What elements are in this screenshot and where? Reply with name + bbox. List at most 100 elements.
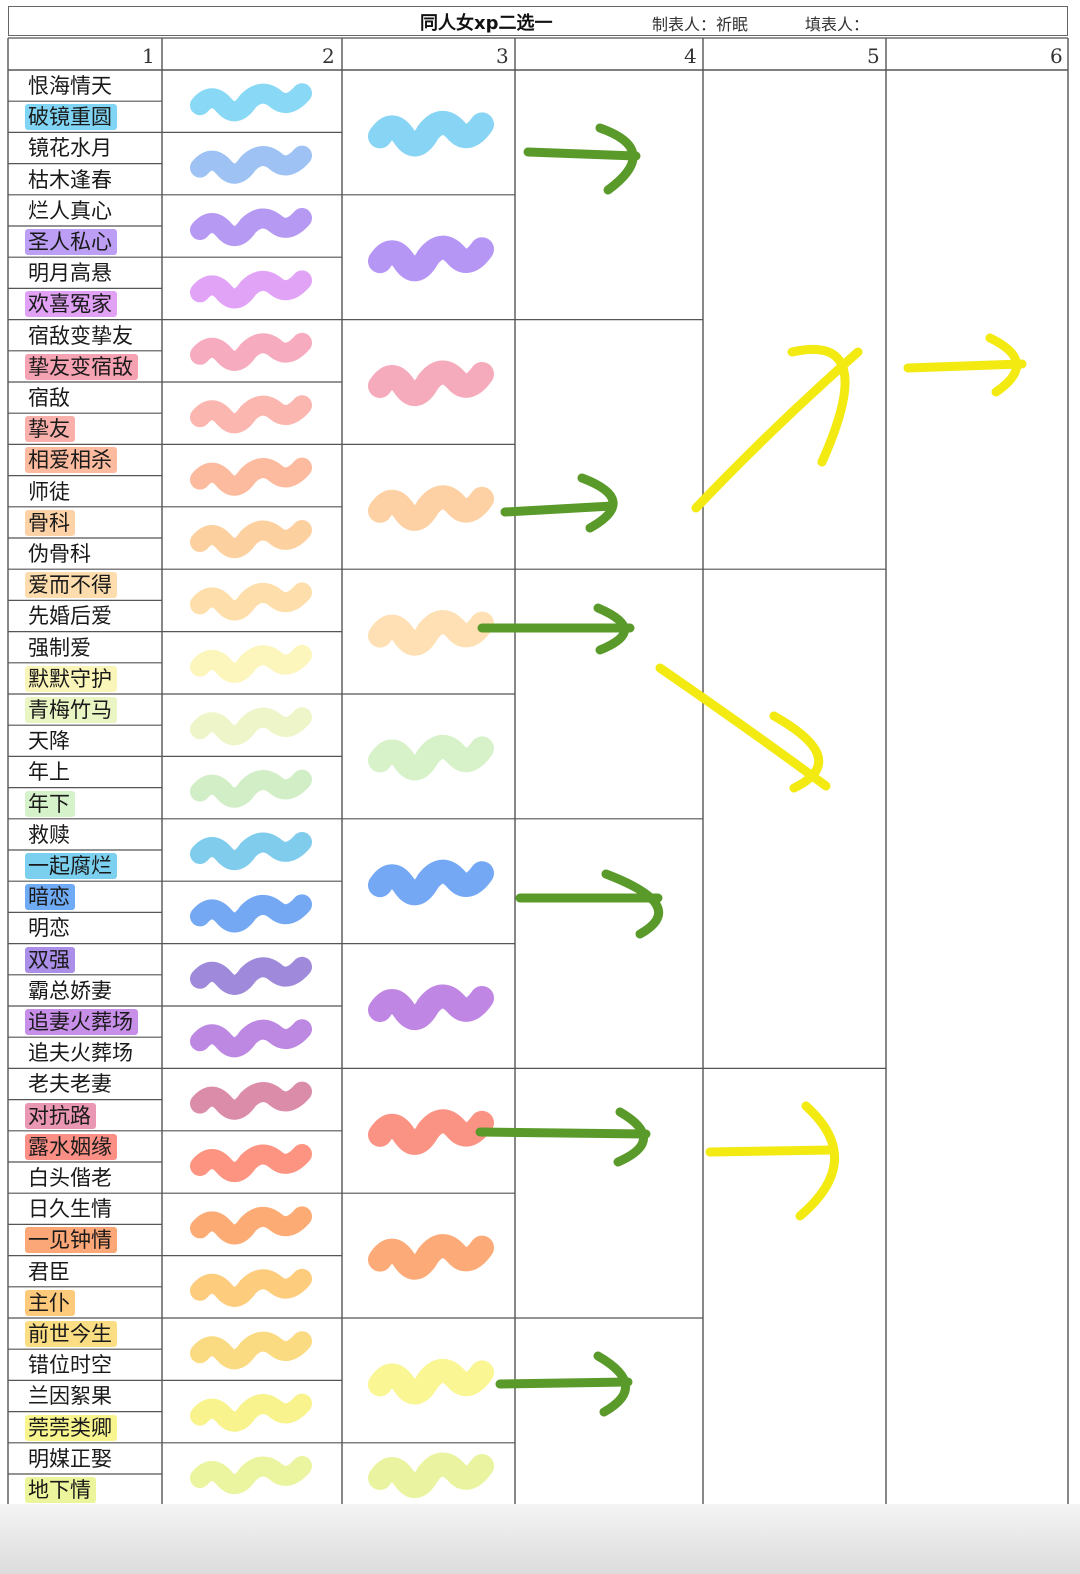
yellow-arrow (655, 663, 831, 791)
maker-credit: 制表人：祈眠 (652, 15, 749, 34)
label-highlight (25, 1102, 96, 1129)
green-arrow (475, 1127, 651, 1139)
green-arrow-head (593, 1351, 630, 1417)
item-label: 双强 (28, 947, 70, 972)
color-mark-col3 (368, 1452, 494, 1498)
yellow-arrow (691, 347, 863, 513)
green-arrow-head (595, 123, 638, 195)
item-label: 错位时空 (28, 1353, 112, 1378)
label-highlight (25, 104, 117, 131)
item-label: 兰因絮果 (28, 1384, 112, 1409)
item-label: 破镜重圆 (28, 105, 112, 130)
color-mark-col3 (368, 984, 494, 1030)
item-label: 白头偕老 (28, 1166, 112, 1190)
color-mark-col2 (190, 582, 312, 621)
color-mark-col3 (368, 734, 494, 781)
color-mark-col2 (190, 832, 312, 870)
item-label: 师徒 (28, 479, 70, 504)
item-label: 明月高悬 (28, 261, 112, 286)
item-label: 追夫火葬场 (28, 1041, 133, 1066)
color-mark-col3 (368, 235, 494, 282)
item-label: 宿敌变挚友 (28, 323, 133, 348)
item-label: 地下情 (28, 1478, 91, 1502)
color-mark-col2 (190, 395, 312, 434)
color-mark-col2 (190, 1019, 312, 1058)
column-number-2: 2 (322, 44, 335, 68)
yellow-arrow-head (787, 344, 850, 467)
item-label: 年下 (28, 791, 70, 816)
color-mark-col2 (190, 520, 312, 558)
item-label: 相爱相杀 (28, 448, 112, 473)
color-mark-col2 (190, 270, 312, 309)
item-label: 主仆 (28, 1290, 70, 1315)
label-highlight (25, 665, 117, 692)
color-mark-col2 (190, 1456, 312, 1494)
color-mark-col2 (190, 956, 312, 995)
column-number-4: 4 (684, 44, 697, 68)
column-number-1: 1 (142, 44, 155, 68)
sheet-title: 同人女xp二选一 (420, 13, 553, 34)
label-highlight (25, 1477, 96, 1503)
color-mark-col2 (190, 1331, 312, 1370)
label-highlight (25, 447, 117, 474)
label-highlight (25, 884, 75, 911)
color-mark-col2 (190, 1144, 312, 1182)
item-label: 君臣 (28, 1259, 70, 1284)
yellow-arrow-head (795, 1101, 840, 1221)
item-label: 宿敌 (28, 386, 70, 410)
green-arrow (495, 1377, 633, 1389)
color-mark-col3 (368, 1109, 494, 1155)
item-label: 年上 (28, 760, 70, 785)
green-arrow (523, 147, 641, 161)
color-mark-col2 (190, 1393, 312, 1432)
item-label: 青梅竹马 (28, 698, 112, 722)
color-mark-col2 (190, 208, 312, 246)
item-label: 露水姻缘 (28, 1134, 112, 1159)
item-label: 一见钟情 (28, 1228, 112, 1253)
color-mark-col3 (368, 610, 494, 656)
green-arrow (500, 501, 617, 517)
item-label: 欢喜冤家 (28, 292, 112, 317)
item-label: 明恋 (28, 916, 70, 941)
color-mark-col3 (368, 485, 494, 531)
green-arrow-head (613, 1107, 648, 1167)
color-mark-col2 (190, 707, 312, 746)
item-label: 先婚后爱 (28, 604, 112, 629)
color-mark-col2 (190, 769, 312, 808)
yellow-arrow (903, 359, 1027, 373)
column-number-3: 3 (496, 44, 509, 68)
item-label: 霸总娇妻 (28, 978, 112, 1003)
yellow-arrow-head (985, 333, 1021, 397)
item-label: 明媒正娶 (28, 1446, 112, 1471)
item-label: 日久生情 (28, 1197, 112, 1222)
color-mark-col3 (368, 360, 494, 406)
color-mark-col2 (190, 145, 312, 184)
color-mark-col2 (190, 894, 312, 933)
item-label: 对抗路 (28, 1103, 91, 1128)
item-label: 烂人真心 (28, 198, 112, 223)
label-highlight (25, 946, 75, 973)
green-arrow-head (577, 473, 618, 533)
label-highlight (25, 1009, 138, 1035)
item-label: 老夫老妻 (28, 1072, 112, 1097)
item-label: 莞莞类卿 (28, 1415, 112, 1440)
item-label: 伪骨科 (28, 542, 91, 566)
yellow-arrow (705, 1145, 837, 1157)
label-highlight (25, 1227, 117, 1254)
color-mark-col2 (190, 1268, 312, 1307)
item-label: 骨科 (28, 510, 70, 535)
item-label: 镜花水月 (28, 136, 112, 161)
item-label: 天降 (28, 729, 70, 754)
yellow-arrow-head (769, 711, 824, 793)
header-row (8, 6, 1068, 36)
green-arrow-head (601, 869, 663, 939)
label-highlight (25, 1321, 117, 1347)
color-mark-col3 (368, 1234, 494, 1280)
item-label: 挚友变宿敌 (28, 354, 133, 379)
item-label: 恨海情天 (28, 74, 112, 98)
label-highlight (25, 790, 75, 817)
item-label: 追妻火葬场 (28, 1010, 133, 1034)
